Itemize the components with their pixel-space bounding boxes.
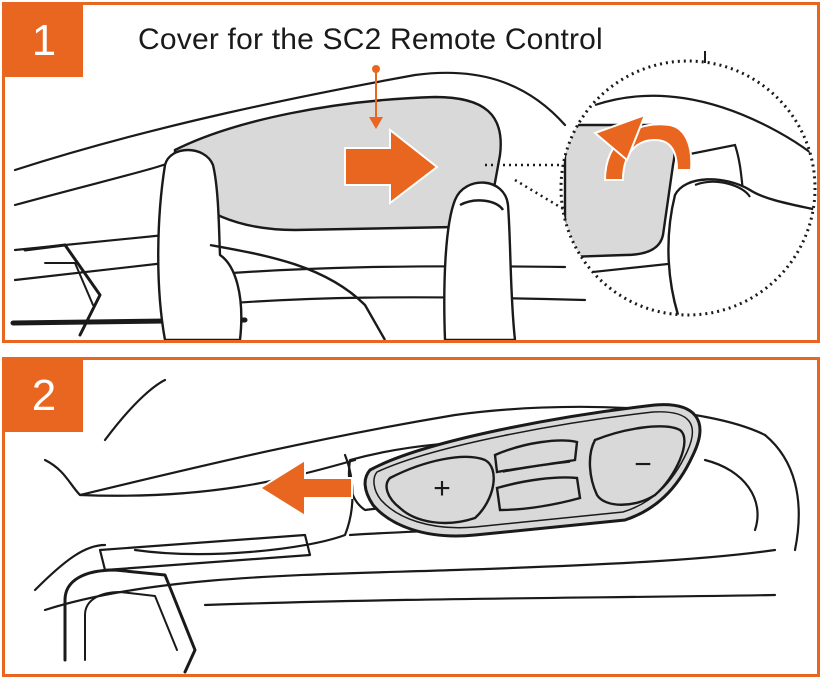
step-1-badge: 1 [5, 5, 83, 77]
step-2-panel: 2 [2, 357, 820, 677]
step-1-panel: 1 Cover for the SC2 Remote Control [2, 2, 820, 343]
plus-symbol: + [433, 472, 451, 505]
step-1-caption: Cover for the SC2 Remote Control [138, 23, 603, 57]
caption-pointer-dot [372, 65, 380, 73]
step-2-illustration: + − [5, 360, 817, 674]
step-2-badge: 2 [5, 360, 83, 432]
arrow-left-icon [260, 460, 352, 516]
sc2-remote-control: + − [365, 405, 700, 536]
minus-symbol: − [634, 448, 652, 481]
right-hand [444, 183, 515, 340]
